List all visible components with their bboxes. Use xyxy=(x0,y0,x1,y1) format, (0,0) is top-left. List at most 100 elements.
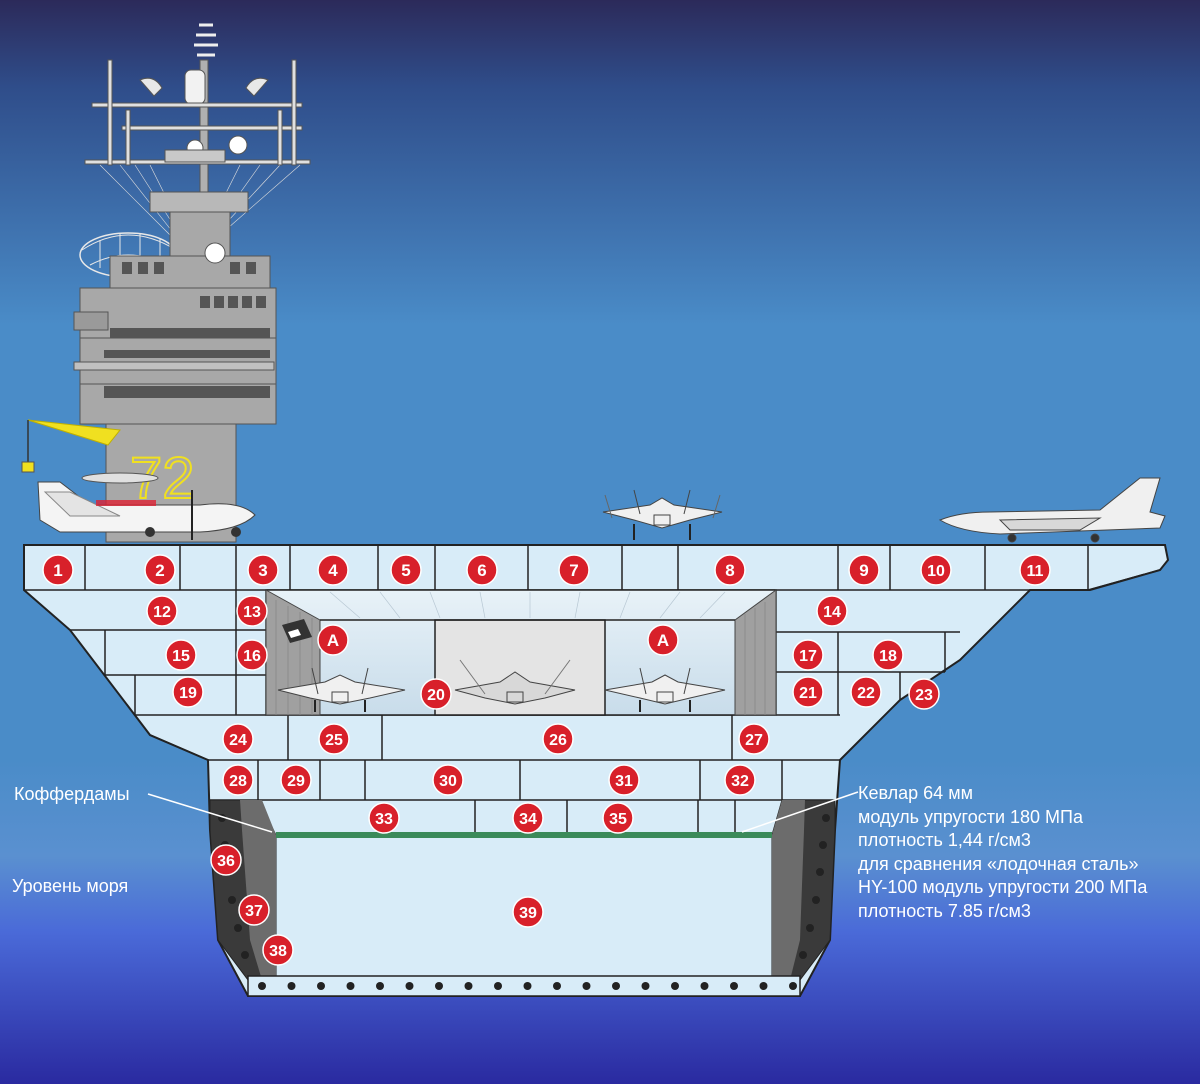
marker-circle xyxy=(920,554,952,586)
marker-6: 6 xyxy=(466,554,498,586)
marker-label: 12 xyxy=(153,604,171,621)
note-line: для сравнения «лодочная сталь» xyxy=(858,853,1139,874)
marker-circle xyxy=(280,764,312,796)
kevlar-pointer xyxy=(741,791,859,833)
marker-label: 8 xyxy=(725,561,734,580)
marker-19: 19 xyxy=(172,676,204,708)
hull-bolt xyxy=(494,982,502,990)
marker-11: 11 xyxy=(1019,554,1051,586)
fuselage xyxy=(37,481,256,533)
marker-label: 16 xyxy=(243,648,261,665)
marker-circle xyxy=(42,554,74,586)
marker-21: 21 xyxy=(792,676,824,708)
hull-bolt xyxy=(730,982,738,990)
marker-label: 32 xyxy=(731,773,749,790)
marker-27: 27 xyxy=(738,723,770,755)
marker-label: 33 xyxy=(375,811,393,828)
marker-17: 17 xyxy=(792,639,824,671)
marker-circle xyxy=(738,723,770,755)
marker-16: 16 xyxy=(236,639,268,671)
marker-label: 18 xyxy=(879,648,897,665)
hull-bolt xyxy=(582,982,591,990)
marker-36: 36 xyxy=(210,844,242,876)
marker-circle xyxy=(608,764,640,796)
marker-circle xyxy=(848,554,880,586)
marker-circle xyxy=(236,639,268,671)
marker-39: 39 xyxy=(512,896,544,928)
marker-circle xyxy=(144,554,176,586)
marker-label: 11 xyxy=(1027,563,1044,580)
marker-14: 14 xyxy=(816,595,848,627)
marker-label: 29 xyxy=(287,773,305,790)
aircraft-e2-hawkeye xyxy=(37,472,256,540)
marker-label: 4 xyxy=(328,561,338,580)
marker-label: 30 xyxy=(439,773,457,790)
marker-25: 25 xyxy=(318,723,350,755)
hull-bolt xyxy=(671,982,679,990)
marker-34: 34 xyxy=(512,802,544,834)
marker-label: 2 xyxy=(155,561,164,580)
marker-label: 23 xyxy=(915,687,933,704)
marker-13: 13 xyxy=(236,595,268,627)
marker-circle xyxy=(368,802,400,834)
marker-label: 14 xyxy=(823,604,841,621)
marker-1: 1 xyxy=(42,554,74,586)
marker-label: 21 xyxy=(799,685,817,702)
marker-label: 19 xyxy=(179,685,197,702)
marker-circle xyxy=(647,624,679,656)
marker-20: 20 xyxy=(420,678,452,710)
hull-bolt xyxy=(464,982,473,990)
marker-circle xyxy=(872,639,904,671)
marker-33: 33 xyxy=(368,802,400,834)
marker-8: 8 xyxy=(714,554,746,586)
marker-23: 23 xyxy=(908,678,940,710)
marker-circle xyxy=(165,639,197,671)
marker-circle xyxy=(247,554,279,586)
marker-26: 26 xyxy=(542,723,574,755)
marker-A: A xyxy=(647,624,679,656)
marker-label: 13 xyxy=(243,604,261,621)
cofferdam-pointer xyxy=(147,793,273,833)
marker-circle xyxy=(466,554,498,586)
marker-label: 26 xyxy=(549,732,567,749)
hull-bolt xyxy=(376,982,384,990)
marker-label: 39 xyxy=(519,905,537,922)
marker-circle xyxy=(222,764,254,796)
kevlar-notes: Кевлар 64 мм модуль упругости 180 МПа пл… xyxy=(858,781,1147,922)
hull-bolt xyxy=(405,982,414,990)
marker-circle xyxy=(390,554,422,586)
note-line: HY-100 модуль упругости 200 МПа xyxy=(858,877,1148,897)
marker-label: 34 xyxy=(519,811,537,828)
hangar-aircraft xyxy=(277,659,726,712)
marker-label: 9 xyxy=(859,561,868,580)
marker-24: 24 xyxy=(222,723,254,755)
hull-bolt xyxy=(287,982,296,990)
marker-circle xyxy=(238,894,270,926)
marker-circle xyxy=(236,595,268,627)
marker-label: 37 xyxy=(245,903,263,920)
note-line: Кевлар 64 мм xyxy=(858,783,973,803)
marker-label: 7 xyxy=(569,561,578,580)
cofferdams-label: Коффердамы xyxy=(14,784,130,804)
marker-label: 35 xyxy=(609,811,627,828)
marker-circle xyxy=(714,554,746,586)
marker-18: 18 xyxy=(872,639,904,671)
island-windows xyxy=(104,262,270,398)
marker-circle xyxy=(318,723,350,755)
marker-circle xyxy=(724,764,756,796)
marker-circle xyxy=(908,678,940,710)
marker-circle xyxy=(512,896,544,928)
hull-bolt xyxy=(553,982,561,990)
radome xyxy=(184,69,206,105)
note-line: плотность 1,44 г/см3 xyxy=(858,830,1031,850)
hull-bolt xyxy=(317,982,325,990)
hull-bolt xyxy=(346,982,355,990)
note-line: модуль упругости 180 МПа xyxy=(858,806,1083,827)
marker-30: 30 xyxy=(432,764,464,796)
marker-31: 31 xyxy=(608,764,640,796)
marker-28: 28 xyxy=(222,764,254,796)
marker-22: 22 xyxy=(850,676,882,708)
marker-circle xyxy=(420,678,452,710)
